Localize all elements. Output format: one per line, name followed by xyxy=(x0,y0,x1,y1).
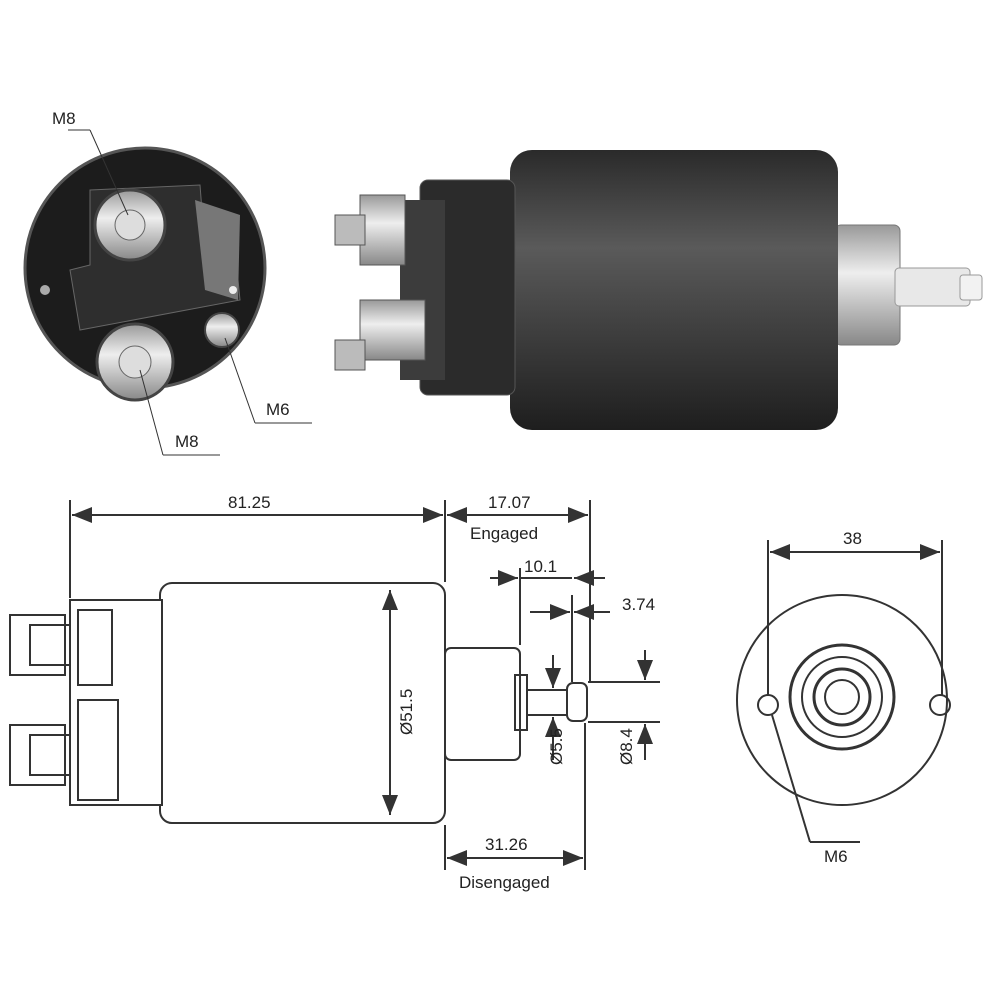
dim-engaged-label: Engaged xyxy=(470,524,538,543)
end-view-terminals: M8 M8 M6 xyxy=(23,109,312,456)
mounting-hole-right xyxy=(929,694,951,716)
label-hole-m6: M6 xyxy=(824,847,848,866)
label-m8-bottom: M8 xyxy=(175,432,199,451)
dim-length: 81.25 xyxy=(228,493,271,512)
label-m6: M6 xyxy=(266,400,290,419)
dim-3-74: 3.74 xyxy=(622,595,655,614)
dim-diameter-tip: Ø8.4 xyxy=(617,728,636,765)
dim-hole-spacing: 38 xyxy=(843,529,862,548)
dim-disengaged-value: 31.26 xyxy=(485,835,528,854)
dim-disengaged-label: Disengaged xyxy=(459,873,550,892)
m6-terminal xyxy=(204,312,240,348)
solenoid-photo xyxy=(334,150,983,430)
label-m8-top: M8 xyxy=(52,109,76,128)
dim-diameter-body: Ø51.5 xyxy=(397,689,416,735)
side-dimension-drawing xyxy=(9,500,660,870)
dim-engaged-value: 17.07 xyxy=(488,493,531,512)
dim-10-1: 10.1 xyxy=(524,557,557,576)
front-view-drawing xyxy=(736,540,951,843)
dim-diameter-rod: Ø5.5 xyxy=(547,728,566,765)
